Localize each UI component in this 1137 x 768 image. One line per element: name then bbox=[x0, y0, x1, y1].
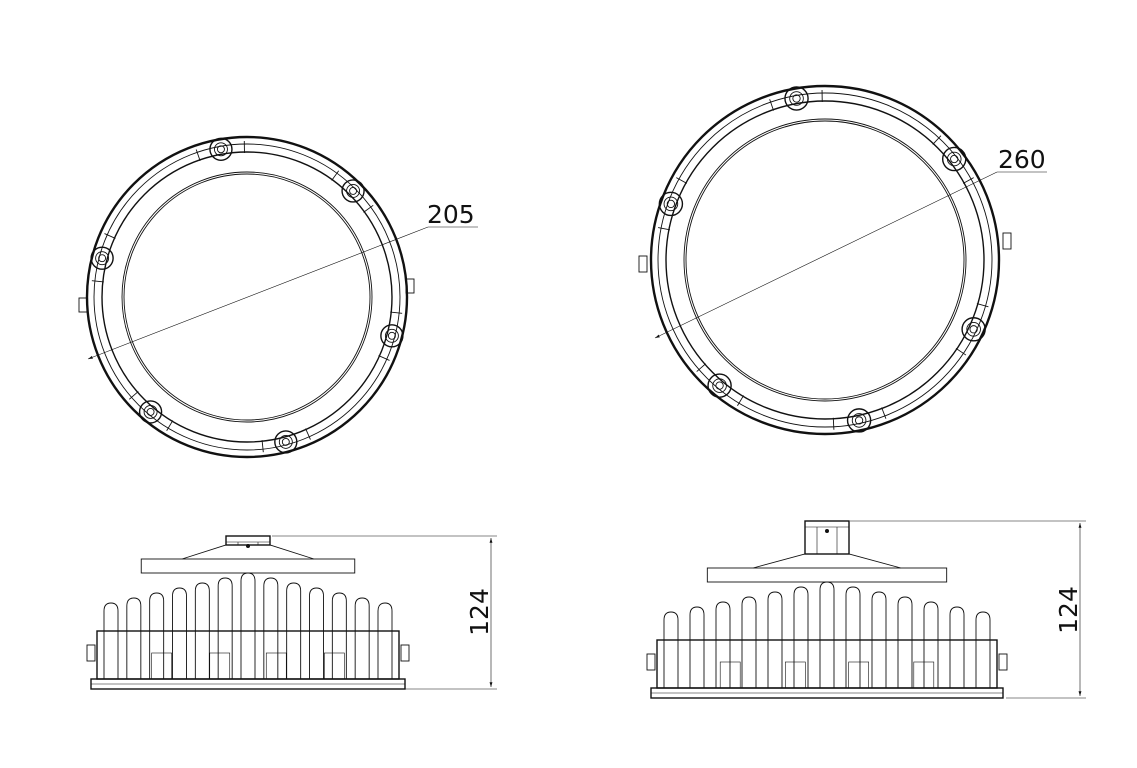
mounting-bolts bbox=[658, 86, 989, 433]
side-tab-left bbox=[638, 255, 648, 273]
lens-inner bbox=[123, 173, 371, 421]
diameter-leader bbox=[87, 226, 429, 360]
diameter-label: 260 bbox=[998, 145, 1046, 174]
right-top-view: 260 bbox=[638, 84, 1047, 436]
lens-outer bbox=[121, 171, 373, 423]
side-tab-right bbox=[1002, 232, 1012, 250]
heat-fin bbox=[793, 586, 809, 688]
dome bbox=[752, 553, 902, 569]
heat-fin bbox=[354, 597, 370, 679]
diameter-label: 205 bbox=[427, 200, 475, 229]
housing-band bbox=[656, 639, 998, 689]
heat-fin bbox=[172, 587, 187, 679]
outer-rim bbox=[85, 135, 409, 459]
bolt-boss bbox=[195, 137, 245, 161]
heat-fin bbox=[949, 606, 965, 688]
side-tab-right bbox=[405, 278, 415, 294]
bolt-boss bbox=[932, 135, 974, 184]
rim-inner-edge bbox=[657, 92, 993, 428]
heat-fin bbox=[871, 591, 887, 688]
rim-inner-edge bbox=[93, 143, 401, 451]
height-label: 124 bbox=[465, 588, 494, 636]
heat-fin bbox=[715, 601, 731, 688]
heat-fin bbox=[240, 572, 256, 679]
upper-plate bbox=[706, 567, 948, 583]
cap-dot bbox=[825, 529, 829, 533]
heat-fin bbox=[741, 596, 757, 688]
mounting-bolts bbox=[90, 137, 404, 454]
heat-fin bbox=[309, 587, 324, 679]
cap-dot bbox=[246, 544, 250, 548]
height-label: 124 bbox=[1054, 586, 1083, 634]
heat-fin bbox=[149, 592, 165, 679]
top-cap bbox=[804, 520, 850, 555]
side-tab bbox=[646, 653, 656, 671]
left-height-dimension: 124 bbox=[272, 535, 497, 690]
right-height-dimension: 124 bbox=[850, 520, 1086, 699]
heat-fin bbox=[194, 582, 210, 679]
heat-fin bbox=[663, 611, 679, 688]
bolt-boss bbox=[832, 407, 887, 433]
housing-band bbox=[96, 630, 400, 680]
upper-plate bbox=[140, 558, 356, 574]
bolt-boss bbox=[378, 311, 404, 361]
side-tab-left bbox=[78, 297, 88, 313]
left-side-view bbox=[86, 535, 410, 690]
bolt-boss bbox=[696, 363, 745, 406]
heat-fin bbox=[103, 602, 119, 679]
flange-ring bbox=[665, 100, 985, 420]
bolt-boss bbox=[331, 170, 374, 213]
bolt-boss bbox=[128, 391, 174, 431]
left-top-view: 205 bbox=[78, 135, 478, 459]
diameter-leader bbox=[654, 171, 998, 339]
side-tab bbox=[86, 644, 96, 662]
heat-fin bbox=[331, 592, 347, 679]
side-tab bbox=[998, 653, 1008, 671]
heat-fin bbox=[897, 596, 913, 688]
top-cap bbox=[225, 535, 271, 546]
heat-fin bbox=[767, 591, 783, 688]
heat-fin bbox=[975, 611, 991, 688]
heat-fin bbox=[263, 577, 279, 679]
heat-fin bbox=[377, 602, 393, 679]
outer-rim bbox=[649, 84, 1001, 436]
heat-fin bbox=[923, 601, 939, 688]
flange-ring bbox=[101, 151, 393, 443]
heat-fin bbox=[126, 597, 142, 679]
bolt-boss bbox=[769, 86, 823, 111]
heat-fin bbox=[217, 577, 233, 679]
bolt-boss bbox=[658, 177, 688, 231]
lens-outer bbox=[683, 118, 967, 402]
heat-fin bbox=[689, 606, 705, 688]
bolt-boss bbox=[261, 428, 311, 454]
lens-inner bbox=[685, 120, 965, 400]
bolt-boss bbox=[90, 233, 116, 283]
heat-fin bbox=[845, 586, 861, 688]
heat-fin bbox=[286, 582, 302, 679]
heat-fin bbox=[819, 581, 835, 688]
right-side-view bbox=[646, 520, 1008, 699]
side-tab bbox=[400, 644, 410, 662]
bolt-boss bbox=[955, 303, 989, 356]
